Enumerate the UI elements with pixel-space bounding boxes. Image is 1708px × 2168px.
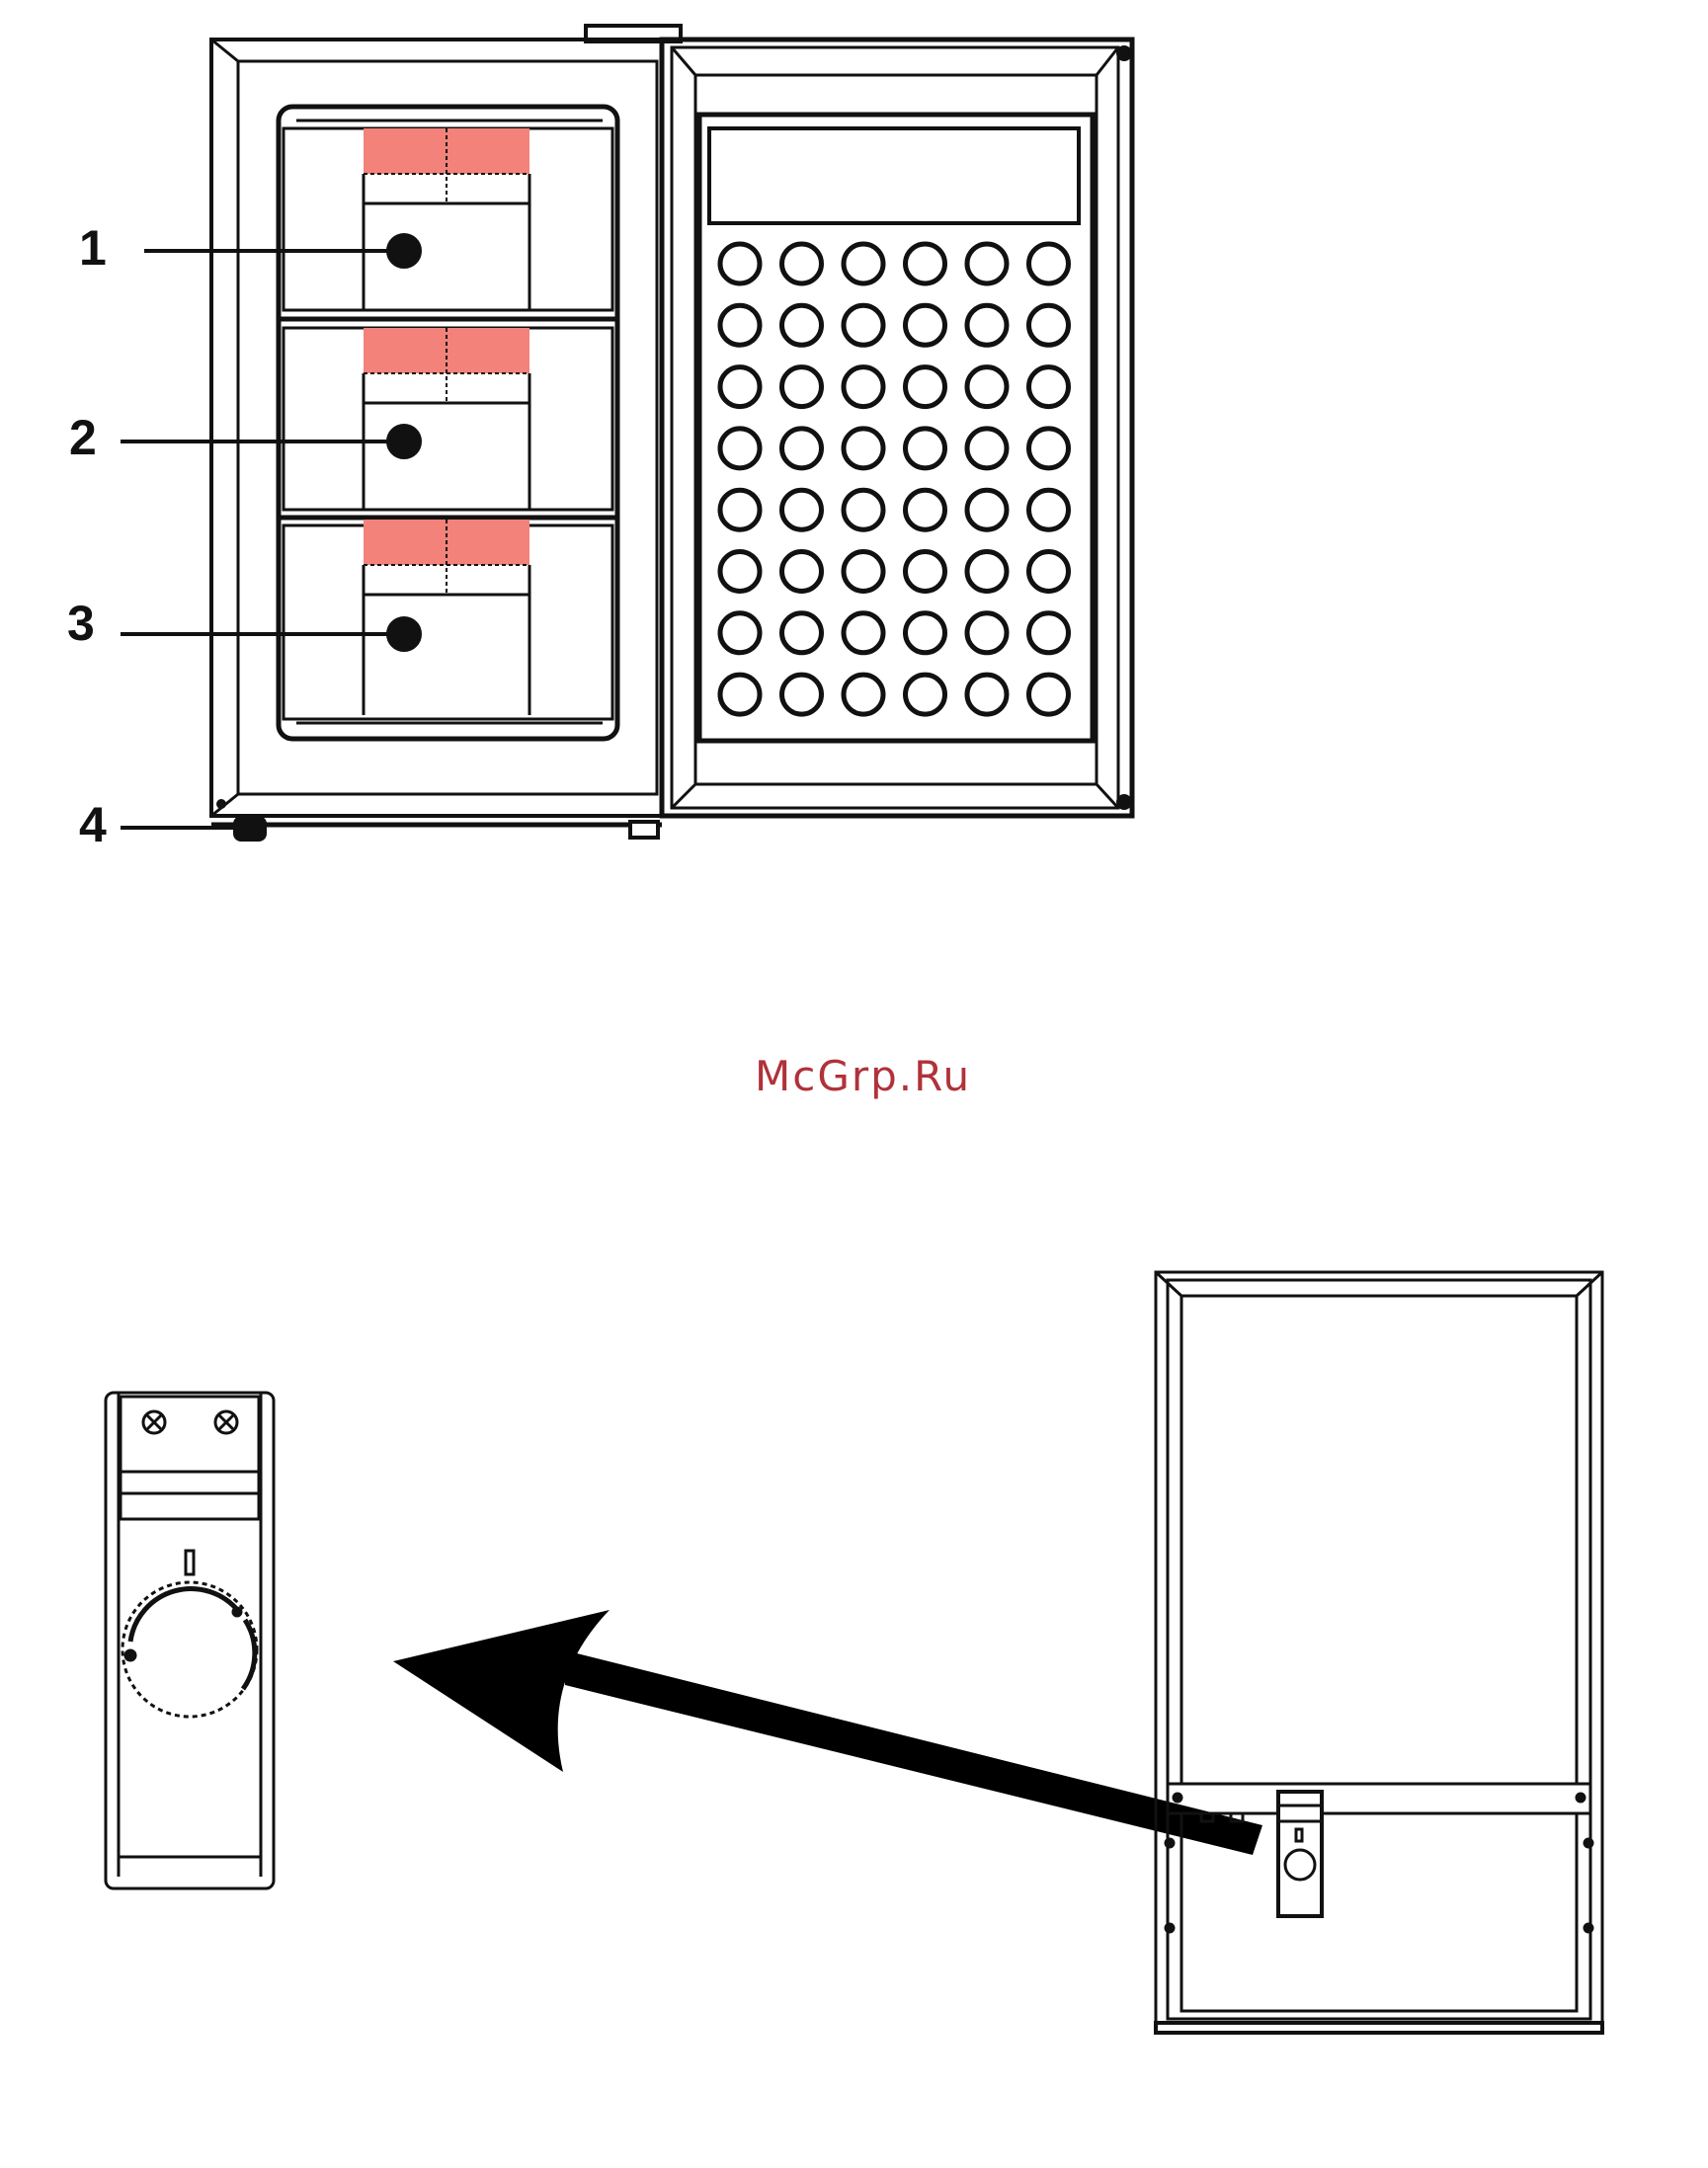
bottle-hole	[782, 490, 822, 529]
bottle-hole	[844, 244, 883, 283]
bottle-hole	[782, 675, 822, 714]
bottle-hole	[844, 675, 883, 714]
bottle-hole	[1029, 552, 1069, 592]
thermostat-detail	[106, 1393, 274, 1888]
callout-label-2: 2	[69, 410, 97, 465]
thermostat-on-unit	[1278, 1792, 1322, 1916]
bottle-hole	[1029, 429, 1069, 468]
bottle-hole	[720, 552, 760, 592]
bottle-hole	[782, 552, 822, 592]
cooler-front-view	[211, 26, 1132, 840]
bottle-hole	[782, 613, 822, 653]
bottle-hole	[967, 244, 1007, 283]
bottle-hole	[906, 613, 945, 653]
bottle-hole	[967, 367, 1007, 407]
bottle-hole	[906, 429, 945, 468]
bottle-hole	[844, 552, 883, 592]
bottle-hole	[782, 305, 822, 345]
callout-label-1: 1	[79, 220, 107, 276]
bottle-hole	[720, 675, 760, 714]
bottle-hole	[1029, 613, 1069, 653]
bottle-hole	[720, 613, 760, 653]
callout-dot-1	[388, 235, 420, 267]
callout-label-3: 3	[67, 596, 95, 651]
bottle-hole	[906, 244, 945, 283]
cabinet-interior-view	[1156, 1272, 1602, 2033]
adjustable-foot-left	[235, 818, 265, 840]
bottle-hole	[720, 367, 760, 407]
bottle-hole	[1029, 367, 1069, 407]
door-bottle-rack	[720, 244, 1069, 714]
shelf-1	[284, 128, 612, 310]
shelf-2	[284, 328, 612, 510]
adjustable-foot-right	[630, 822, 658, 838]
bottle-hole	[844, 613, 883, 653]
callout-label-4: 4	[79, 797, 107, 852]
bottle-hole	[967, 552, 1007, 592]
bottle-hole	[844, 367, 883, 407]
open-door	[662, 40, 1132, 816]
bottle-hole	[967, 613, 1007, 653]
screw-icon	[215, 1411, 237, 1433]
bottle-hole	[782, 429, 822, 468]
bottle-hole	[844, 490, 883, 529]
bottle-hole	[844, 429, 883, 468]
direction-arrow	[393, 1610, 1262, 1855]
bottle-hole	[967, 429, 1007, 468]
cabinet-interior	[279, 107, 617, 739]
bottle-hole	[720, 244, 760, 283]
shelf-3	[284, 520, 612, 719]
dial-indicator-mark	[186, 1551, 194, 1574]
bottle-hole	[1029, 244, 1069, 283]
callout-dot-2	[388, 426, 420, 457]
thermostat-dial	[122, 1582, 257, 1717]
bottle-hole	[782, 367, 822, 407]
bottle-hole	[906, 490, 945, 529]
screw-icon	[143, 1411, 165, 1433]
bottle-hole	[720, 429, 760, 468]
bottle-hole	[906, 675, 945, 714]
bottle-hole	[906, 305, 945, 345]
thermostat-bracket	[121, 1397, 259, 1472]
bottle-hole	[906, 552, 945, 592]
callout-dot-3	[388, 618, 420, 650]
bottle-hole	[1029, 305, 1069, 345]
bottle-hole	[906, 367, 945, 407]
bottle-hole	[844, 305, 883, 345]
door-label-panel	[709, 128, 1079, 223]
watermark: McGrp.Ru	[755, 1052, 971, 1100]
bottle-hole	[720, 490, 760, 529]
bottle-hole	[967, 490, 1007, 529]
bottle-hole	[782, 244, 822, 283]
bottle-hole	[967, 675, 1007, 714]
bottle-hole	[720, 305, 760, 345]
bottle-hole	[967, 305, 1007, 345]
bottle-hole	[1029, 490, 1069, 529]
bottle-hole	[1029, 675, 1069, 714]
